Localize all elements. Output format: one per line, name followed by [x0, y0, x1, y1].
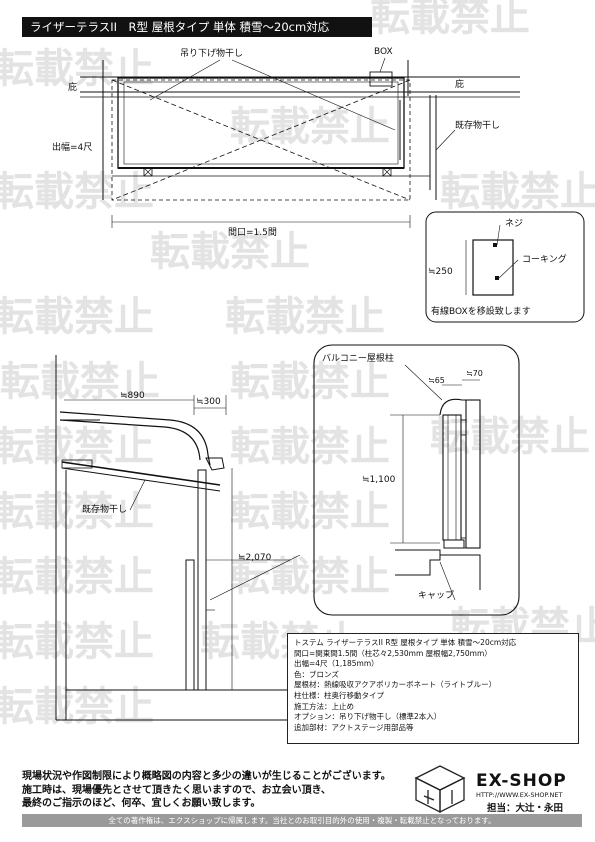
leader-line [435, 129, 456, 151]
existing-clothesline-label: 既存物干し [455, 119, 500, 131]
box-height-label: ≒250 [428, 267, 453, 277]
post-marker [382, 167, 392, 177]
spec-line: 追加部材：アクトステージ用部品等 [294, 722, 414, 732]
spec-line: 色：ブロンズ [294, 669, 339, 679]
watermark-text: 転載禁止 [230, 424, 390, 470]
eave-left-label: 庇 [68, 81, 77, 93]
box-detail [425, 211, 585, 323]
notice-line: 最終のご指示のほど、何卒、宜しくお願い致します。 [22, 798, 261, 809]
post [185, 559, 195, 691]
watermark-text: 転載禁止 [0, 684, 154, 730]
screw-label: ネジ [505, 218, 523, 229]
box-note-label: 有線BOXを移設致します [431, 305, 531, 317]
balcony-detail [313, 344, 520, 616]
balcony-frame [313, 344, 520, 616]
watermark-text: 転載禁止 [230, 104, 390, 150]
watermark-text: 転載禁止 [230, 359, 390, 405]
spec-line: 間口=関東間1.5間（柱芯々2,530mm 屋根幅2,750mm） [294, 648, 492, 658]
dim-65-label: ≒65 [428, 376, 445, 385]
spec-line: 柱仕様：柱奥行移動タイプ [294, 690, 384, 700]
watermark-text: 転載禁止 [440, 169, 595, 215]
notice-line: 施工時は、現場優先とさせて頂きたく思いますので、お立会い頂き、 [22, 784, 331, 796]
hanging-clothesline-label: 吊り下げ物干し [180, 47, 243, 59]
watermark-text: 転載禁止 [0, 619, 154, 665]
notice-text: 現場状況や作図制限により概略図の内容と多少の違いが生じることがございます。 施工… [22, 770, 402, 811]
watermark-text: 転載禁止 [0, 46, 154, 92]
dim-890-label: ≒890 [120, 391, 145, 401]
page-title: ライザーテラスII R型 屋根タイプ 単体 積雪～20cm対応 [22, 17, 372, 37]
leader-line [149, 59, 221, 101]
watermark-text: 転載禁止 [0, 169, 154, 215]
spec-line: オプション：吊り下げ物干し（標準2本入） [294, 712, 442, 722]
watermark-text: 転載禁止 [225, 294, 385, 340]
spec-line: トステム ライザーテラスII R型 屋根タイプ 単体 積雪～20cm対応 [294, 638, 517, 647]
cap-label: キャップ [418, 590, 454, 601]
post-marker [143, 167, 153, 177]
staff-label: 担当：大辻・永田 [487, 803, 564, 814]
notice-line: 現場状況や作図制限により概略図の内容と多少の違いが生じることがございます。 [22, 771, 391, 782]
post [197, 469, 207, 691]
box-body [472, 239, 514, 296]
dim-2070-label: ≒2,070 [238, 553, 272, 563]
spec-box: トステム ライザーテラスII R型 屋根タイプ 単体 積雪～20cm対応 間口=… [287, 633, 579, 744]
logo-name: EX-SHOP [476, 771, 567, 791]
width-label: 間口=1.5間 [228, 227, 277, 238]
logo-url: HTTP://WWW.EX-SHOP.NET [476, 791, 563, 799]
leader-line [231, 59, 396, 131]
eave-right-label: 庇 [455, 78, 464, 90]
roof-outline [111, 79, 411, 201]
existing-clothesline-rail [61, 461, 221, 486]
ex-shop-logo-icon [414, 765, 466, 814]
watermark-text: 転載禁止 [230, 489, 390, 535]
watermark-text: 転載禁止 [150, 229, 310, 275]
spec-line: 施工方法：上止め [294, 701, 354, 711]
roof-diagonal [111, 79, 411, 201]
dim-70-label: ≒70 [466, 369, 483, 378]
terrace-inner [123, 81, 399, 165]
section-existing-label: 既存物干し [82, 503, 127, 515]
watermark-text: 転載禁止 [0, 294, 154, 340]
watermark-text: 転載禁止 [0, 554, 154, 600]
balcony-title: バルコニー屋根柱 [322, 352, 394, 364]
spec-line: 出幅=4尺（1,185mm） [294, 659, 379, 669]
watermark-text: 転載禁止 [0, 489, 154, 535]
dim-1100-label: ≒1,100 [362, 475, 396, 485]
footer-copyright: 全ての著作権は、エクスショップに帰属します。当社とのお取引目的外の使用・複製・転… [22, 814, 582, 827]
roof-curve [59, 411, 211, 466]
dim-300-label: ≒300 [196, 397, 221, 407]
plan-view [80, 57, 520, 228]
watermark-text: 転載禁止 [430, 414, 590, 460]
caulking-label: コーキング [522, 253, 567, 265]
cap-base [395, 549, 441, 576]
detail-frame [425, 211, 585, 323]
section-view [55, 355, 301, 721]
box-label: BOX [374, 47, 393, 57]
depth-label: 出幅=4尺 [52, 141, 92, 153]
watermark-text: 転載禁止 [0, 359, 160, 405]
box-shape [369, 71, 393, 87]
watermark-layer: 転載禁止 転載禁止 転載禁止 転載禁止 転載禁止 転載禁止 転載禁止 転載禁止 … [0, 0, 595, 730]
watermark-text: 転載禁止 [0, 424, 154, 470]
spec-line: 屋根材：熱線吸収アクアポリカーボネート（ライトブルー） [294, 680, 497, 690]
watermark-text: 転載禁止 [370, 0, 530, 40]
